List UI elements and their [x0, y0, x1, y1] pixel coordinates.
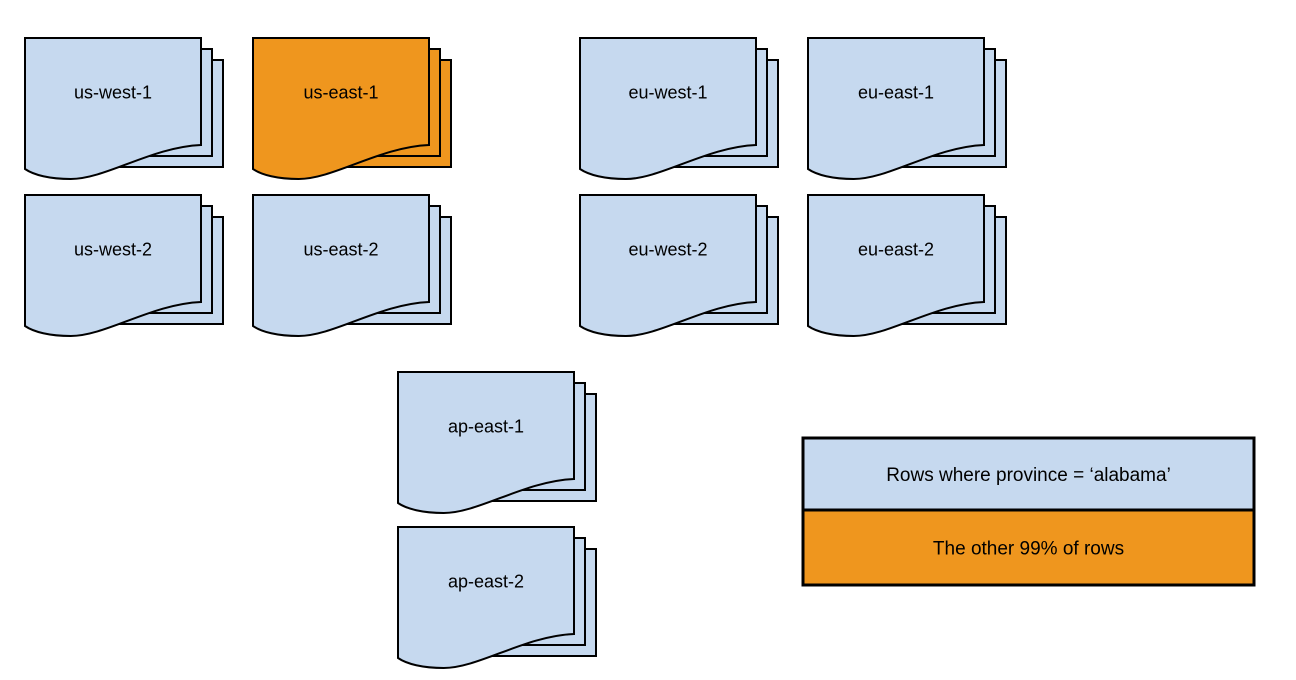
region-label-ap-east-2: ap-east-2 [448, 571, 524, 591]
region-stack-ap-east-2[interactable]: ap-east-2 [397, 526, 597, 670]
legend-entry-rows-match[interactable]: Rows where province = ‘alabama’ [801, 436, 1256, 512]
region-label-us-west-1: us-west-1 [74, 82, 152, 102]
region-stack-us-east-1[interactable]: us-east-1 [252, 37, 452, 181]
region-page-front-ap-east-2 [397, 526, 575, 670]
legend-entry-rows-other[interactable]: The other 99% of rows [801, 508, 1256, 587]
region-stack-us-east-2[interactable]: us-east-2 [252, 194, 452, 338]
region-label-eu-west-1: eu-west-1 [628, 82, 707, 102]
legend: Rows where province = ‘alabama’ The other… [801, 436, 1256, 587]
region-page-front-us-east-2 [252, 194, 430, 338]
region-label-ap-east-1: ap-east-1 [448, 416, 524, 436]
region-label-eu-east-2: eu-east-2 [858, 239, 934, 259]
legend-label-rows-match: Rows where province = ‘alabama’ [886, 465, 1171, 486]
region-page-front-ap-east-1 [397, 371, 575, 515]
region-stack-eu-west-2[interactable]: eu-west-2 [579, 194, 779, 338]
region-stack-us-west-2[interactable]: us-west-2 [24, 194, 224, 338]
region-page-front-us-east-1 [252, 37, 430, 181]
region-stack-eu-west-1[interactable]: eu-west-1 [579, 37, 779, 181]
legend-swatch-rows-other [801, 508, 1256, 587]
region-stack-us-west-1[interactable]: us-west-1 [24, 37, 224, 181]
region-page-front-eu-east-1 [807, 37, 985, 181]
region-stack-eu-east-2[interactable]: eu-east-2 [807, 194, 1007, 338]
region-label-us-east-1: us-east-1 [303, 82, 378, 102]
legend-label-rows-other: The other 99% of rows [933, 539, 1124, 560]
region-stack-eu-east-1[interactable]: eu-east-1 [807, 37, 1007, 181]
region-page-front-eu-west-1 [579, 37, 757, 181]
region-page-front-eu-east-2 [807, 194, 985, 338]
region-label-eu-west-2: eu-west-2 [628, 239, 707, 259]
region-label-us-west-2: us-west-2 [74, 239, 152, 259]
region-page-front-eu-west-2 [579, 194, 757, 338]
region-page-front-us-west-1 [24, 37, 202, 181]
region-page-front-us-west-2 [24, 194, 202, 338]
region-stack-group: us-west-1 us-east-1 eu-west-1 eu-east-1 us-w… [24, 37, 1007, 670]
region-label-eu-east-1: eu-east-1 [858, 82, 934, 102]
region-stack-ap-east-1[interactable]: ap-east-1 [397, 371, 597, 515]
legend-swatch-rows-match [801, 436, 1256, 512]
region-label-us-east-2: us-east-2 [303, 239, 378, 259]
